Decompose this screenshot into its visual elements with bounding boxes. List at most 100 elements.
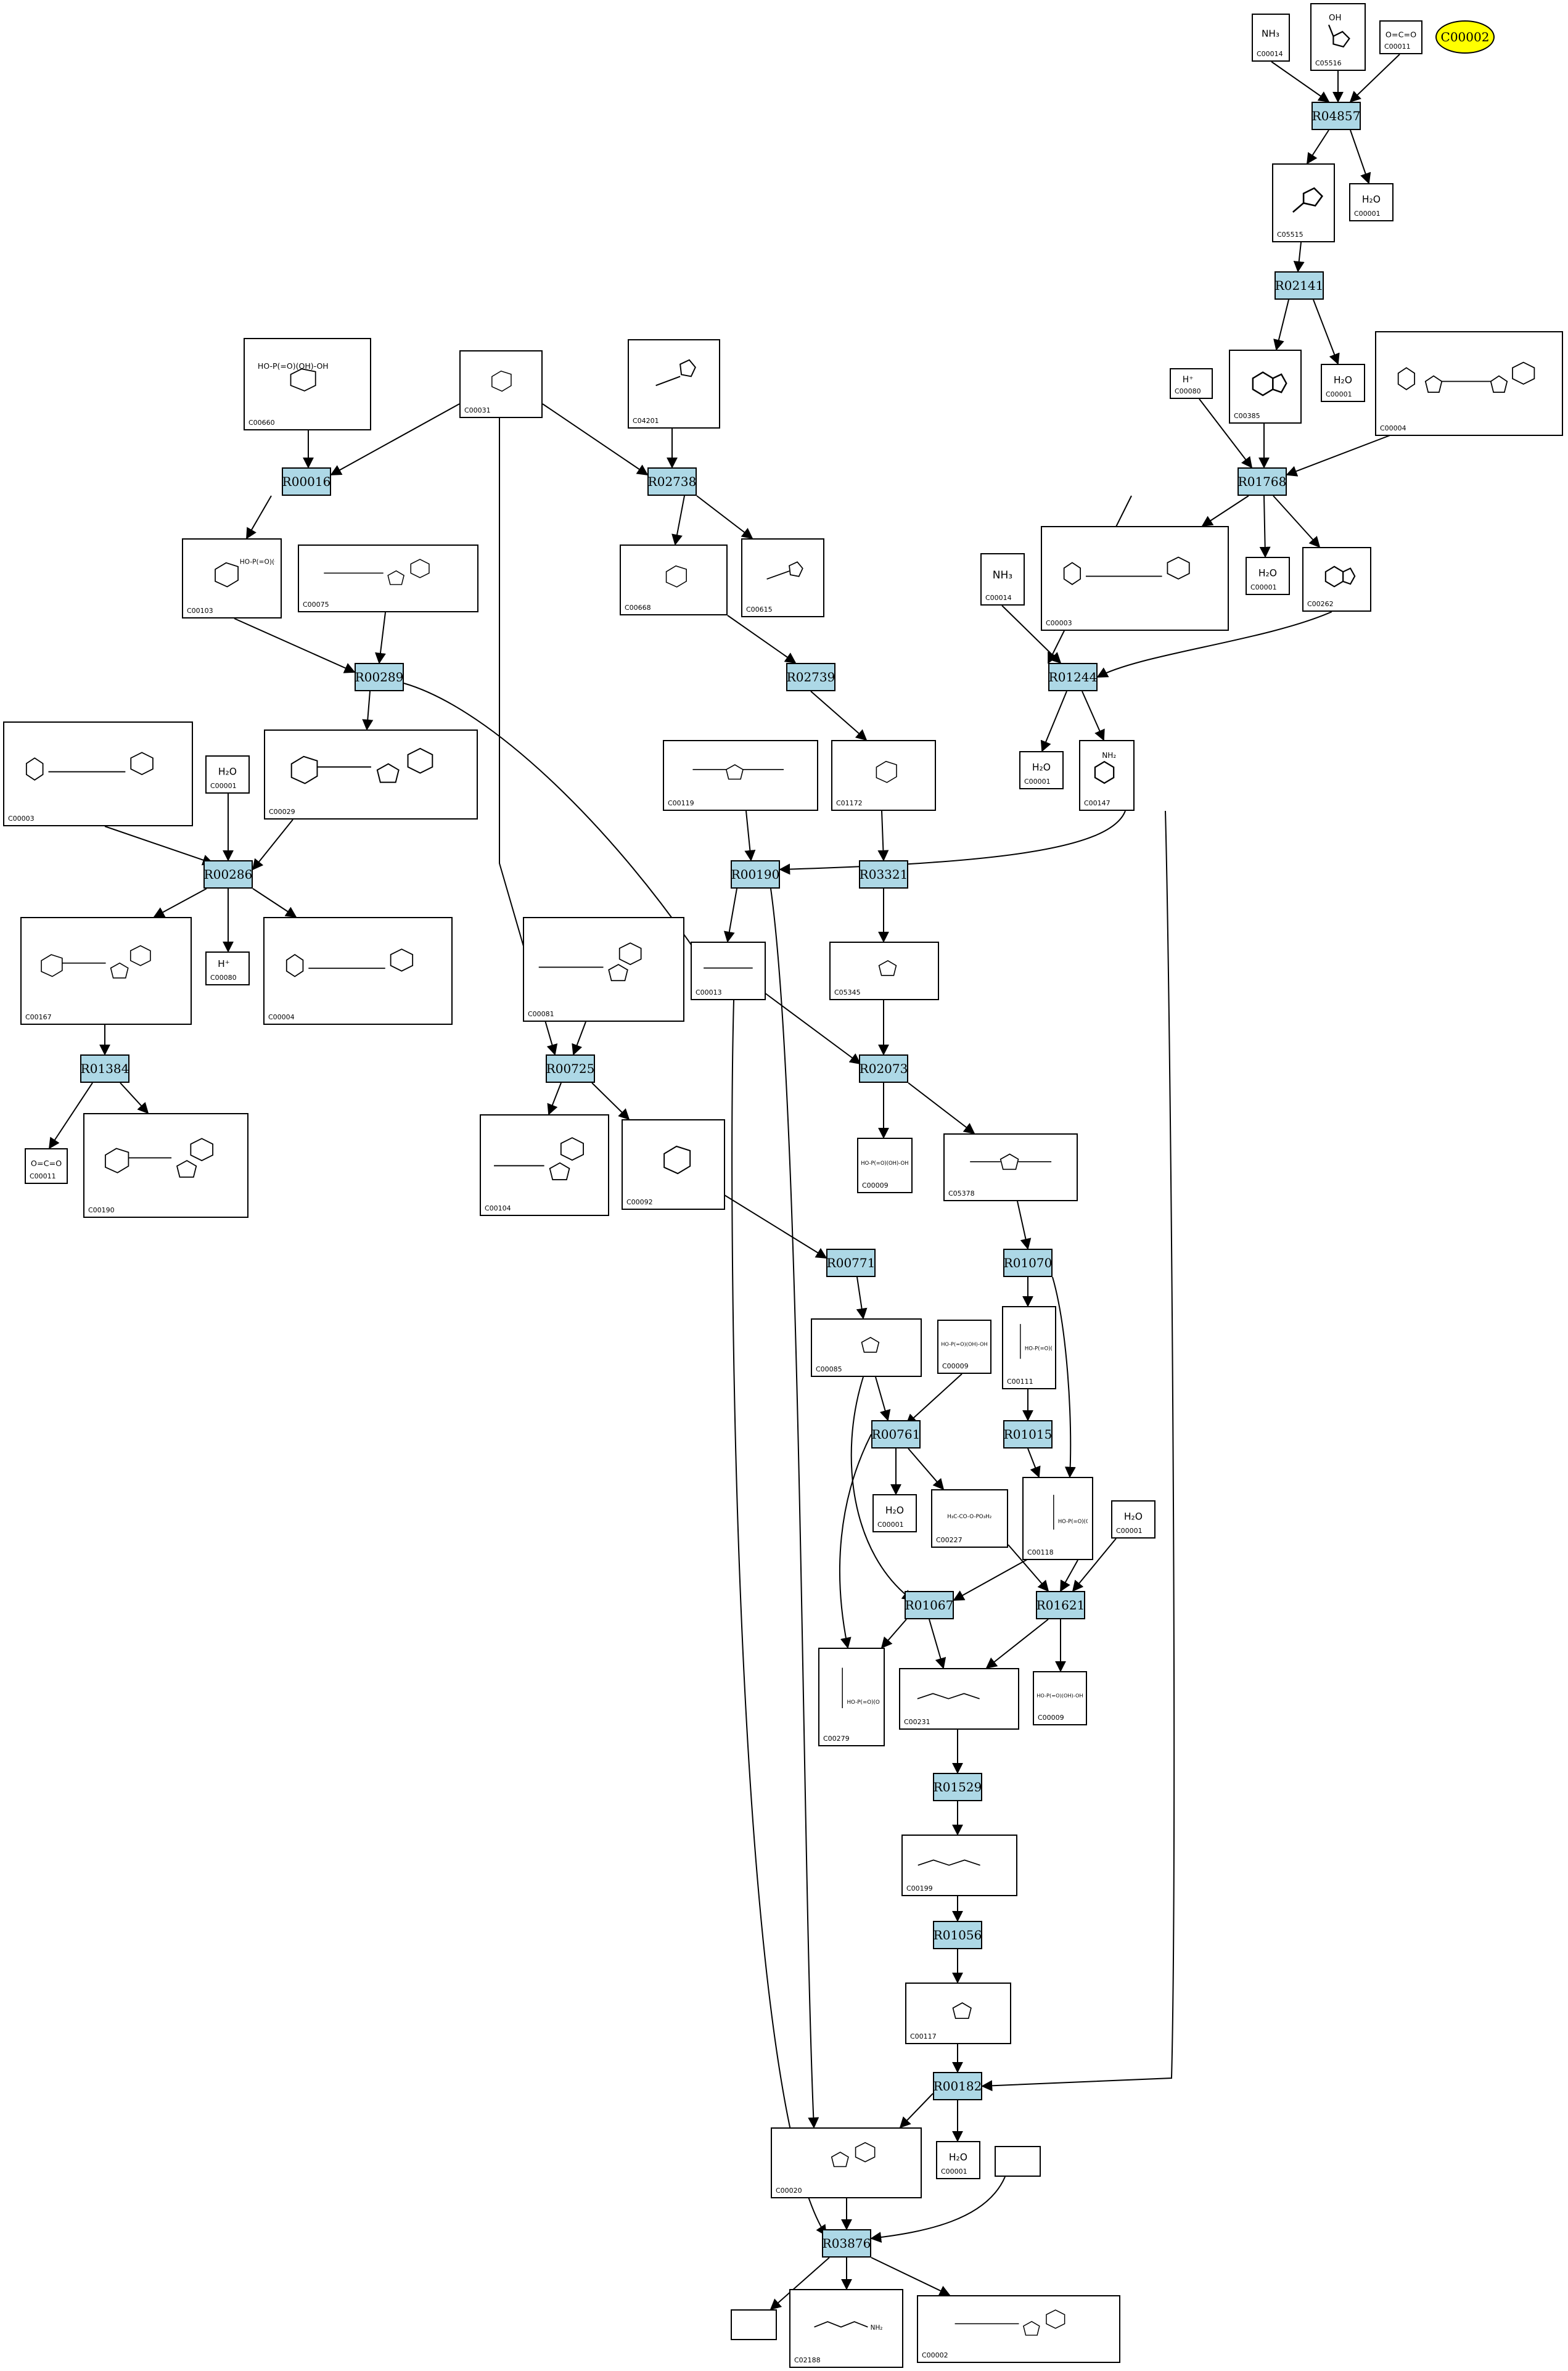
svg-text:H₂O: H₂O xyxy=(949,2151,967,2163)
reaction-r01621[interactable]: R01621 xyxy=(1036,1591,1085,1619)
reaction-r00286[interactable]: R00286 xyxy=(203,860,253,889)
compound-c00190-udp-xylose[interactable]: C00190 xyxy=(83,1113,248,1218)
compound-c00615[interactable]: C00615 xyxy=(741,538,824,617)
compound-c02188[interactable]: NH₂ C02188 xyxy=(789,2289,903,2368)
compound-c00020-amp[interactable]: C00020 xyxy=(771,2127,922,2198)
reaction-r01529[interactable]: R01529 xyxy=(933,1773,982,1801)
compound-empty-node-b[interactable] xyxy=(731,2309,777,2340)
compound-c00668[interactable]: C00668 xyxy=(620,544,728,615)
compound-c00001-water-b[interactable]: H₂O C00001 xyxy=(1321,364,1365,402)
reaction-r02738[interactable]: R02738 xyxy=(647,467,697,496)
compound-c00011-co2-top[interactable]: O=C=O C00011 xyxy=(1379,20,1422,54)
svg-text:OH: OH xyxy=(1329,13,1342,22)
reaction-r01384[interactable]: R01384 xyxy=(80,1054,129,1083)
compound-c00004-nadh-a[interactable]: C00004 xyxy=(1375,331,1563,436)
compound-c00080-proton-b[interactable]: H⁺ C00080 xyxy=(205,951,250,985)
reaction-edge xyxy=(153,888,207,918)
compound-c00167-udp-glucuronate[interactable]: C00167 xyxy=(20,917,192,1025)
reaction-r03876[interactable]: R03876 xyxy=(822,2229,871,2258)
compound-c00085[interactable]: C00085 xyxy=(811,1318,922,1377)
svg-text:NH₂: NH₂ xyxy=(1102,751,1116,760)
reaction-edge xyxy=(1293,242,1305,273)
compound-c00003-nad-b[interactable]: C00003 xyxy=(3,721,193,826)
compound-c00029-udp-glucose[interactable]: C00029 xyxy=(264,729,478,820)
compound-c00081-itp[interactable]: C00081 xyxy=(523,917,684,1022)
reaction-r00190[interactable]: R00190 xyxy=(731,860,780,889)
compound-c00279-erythrose-4-phosphate[interactable]: HO-P(=O)(OH)-OH C00279 xyxy=(818,1648,885,1746)
dhap-structure: HO-P(=O)(OH)-OH xyxy=(1020,1324,1052,1359)
compound-c00001-water-f[interactable]: H₂O C00001 xyxy=(872,1494,917,1532)
compound-c05516[interactable]: OH C05516 xyxy=(1310,3,1366,71)
reaction-r00725[interactable]: R00725 xyxy=(546,1054,595,1083)
compound-c00119-prpp[interactable]: C00119 xyxy=(663,740,818,811)
compound-c00031-glucose[interactable]: C00031 xyxy=(459,350,543,418)
compound-c00262[interactable]: C00262 xyxy=(1302,547,1371,612)
compound-c00227-acetyl-phosphate[interactable]: H₃C-CO-O-PO₃H₂ C00227 xyxy=(931,1489,1008,1548)
reaction-r01067[interactable]: R01067 xyxy=(905,1591,954,1619)
compound-c05515[interactable]: C05515 xyxy=(1272,163,1335,242)
compound-c00001-water-g[interactable]: H₂O C00001 xyxy=(1111,1500,1155,1539)
compound-c00103[interactable]: HO-P(=O)(OH)-OH C00103 xyxy=(182,538,282,618)
compound-empty-node-a[interactable] xyxy=(995,2146,1041,2177)
compound-c00385[interactable]: C00385 xyxy=(1229,350,1302,424)
compound-c00231-xylulose-5-phosphate[interactable]: C00231 xyxy=(899,1668,1019,1730)
compound-c00014-ammonia-b[interactable]: NH₃ C00014 xyxy=(980,553,1025,606)
reaction-edge xyxy=(981,810,1175,2092)
svg-text:H⁺: H⁺ xyxy=(1183,375,1194,385)
reaction-r01056[interactable]: R01056 xyxy=(933,1921,982,1949)
reaction-r01070[interactable]: R01070 xyxy=(1003,1249,1053,1277)
compound-c00092[interactable]: C00092 xyxy=(622,1119,725,1210)
compound-c01172[interactable]: C01172 xyxy=(831,740,936,811)
compound-c00111[interactable]: HO-P(=O)(OH)-OH C00111 xyxy=(1002,1306,1056,1389)
reaction-edge xyxy=(252,819,293,871)
compound-c00002-atp[interactable]: C00002 xyxy=(917,2295,1120,2363)
proton-structure: H⁺ xyxy=(1183,375,1194,385)
compound-c00001-water-e[interactable]: H₂O C00001 xyxy=(1019,751,1064,789)
ammonia-structure: NH₃ xyxy=(1262,28,1279,39)
reaction-r00182[interactable]: R00182 xyxy=(933,2072,982,2100)
compound-c00080-proton-a[interactable]: H⁺ C00080 xyxy=(1170,368,1213,399)
highlight-compound-c00002[interactable]: C00002 xyxy=(1435,20,1495,54)
reaction-edge xyxy=(1259,495,1271,558)
reaction-r00289[interactable]: R00289 xyxy=(355,663,404,691)
reaction-r03321[interactable]: R03321 xyxy=(859,860,908,889)
compound-c04201[interactable]: C04201 xyxy=(628,339,720,429)
reaction-edge xyxy=(764,992,861,1065)
compound-c00011-co2-b[interactable]: O=C=O C00011 xyxy=(25,1148,68,1184)
compound-c00001-water-c[interactable]: H₂O C00001 xyxy=(1246,557,1290,595)
compound-c00147-adenine[interactable]: NH₂ C00147 xyxy=(1079,740,1135,811)
reaction-r01768[interactable]: R01768 xyxy=(1238,467,1287,496)
reaction-edge xyxy=(1008,1544,1049,1592)
compound-c00118[interactable]: HO-P(=O)(OH)-OH C00118 xyxy=(1022,1477,1093,1560)
compound-c00001-water-d[interactable]: H₂O C00001 xyxy=(205,755,250,794)
reaction-r00016[interactable]: R00016 xyxy=(282,467,331,496)
reaction-r02073[interactable]: R02073 xyxy=(859,1054,908,1083)
reaction-r02739[interactable]: R02739 xyxy=(786,663,835,691)
reaction-r00771[interactable]: R00771 xyxy=(826,1249,876,1277)
reaction-r02141[interactable]: R02141 xyxy=(1275,271,1324,300)
compound-c00075-utp[interactable]: C00075 xyxy=(298,544,478,612)
compound-c00013-pyrophosphate[interactable]: C00013 xyxy=(691,942,766,1000)
reaction-r01244[interactable]: R01244 xyxy=(1048,663,1098,691)
compound-c00009-phosphate-a[interactable]: HO-P(=O)(OH)-OH C00009 xyxy=(857,1138,913,1193)
compound-c00009-phosphate-b[interactable]: HO-P(=O)(OH)-OH C00009 xyxy=(937,1320,991,1374)
reaction-edge xyxy=(375,612,386,664)
reaction-edge xyxy=(850,1376,914,1601)
compound-c05345[interactable]: C05345 xyxy=(829,942,939,1000)
reaction-r04857[interactable]: R04857 xyxy=(1311,102,1361,130)
compound-c00117-ribose-5-phosphate[interactable]: C00117 xyxy=(905,1983,1011,2044)
reaction-r01015[interactable]: R01015 xyxy=(1003,1420,1053,1448)
compound-c00001-water-h[interactable]: H₂O C00001 xyxy=(936,2141,980,2179)
compound-c00009-phosphate-c[interactable]: HO-P(=O)(OH)-OH C00009 xyxy=(1033,1671,1087,1725)
compound-c00004-nadh-b[interactable]: C00004 xyxy=(263,917,453,1025)
compound-c00199-ribulose-5-phosphate[interactable]: C00199 xyxy=(901,1835,1017,1896)
compound-c00014-ammonia[interactable]: NH₃ C00014 xyxy=(1252,14,1290,62)
compound-c00001-water-a[interactable]: H₂O C00001 xyxy=(1349,183,1394,221)
glucose-6-phosphate-structure xyxy=(666,565,688,588)
compound-c00104-idp[interactable]: C00104 xyxy=(480,1114,609,1216)
compound-c00003-nad-a[interactable]: C00003 xyxy=(1041,526,1229,631)
compound-c00660[interactable]: HO-P(=O)(OH)-OH C00660 xyxy=(244,338,371,430)
compound-c05378[interactable]: C05378 xyxy=(943,1133,1078,1201)
reaction-r00761[interactable]: R00761 xyxy=(871,1420,921,1448)
reaction-edge xyxy=(104,826,214,866)
